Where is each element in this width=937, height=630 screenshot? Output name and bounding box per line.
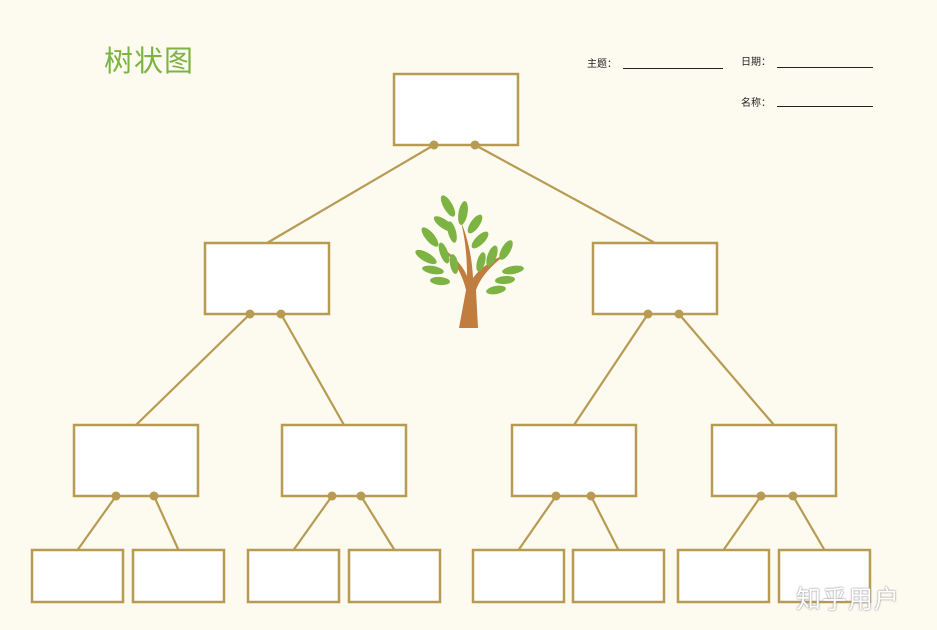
connector-line xyxy=(266,144,435,244)
node-box-l1-right[interactable] xyxy=(591,241,719,316)
name-input-line[interactable] xyxy=(777,106,873,107)
connector-dot xyxy=(586,491,596,501)
connector-line xyxy=(590,495,620,551)
node-box-l3-5[interactable] xyxy=(471,548,566,604)
connector-dot xyxy=(276,309,286,319)
node-box-l3-6[interactable] xyxy=(571,548,666,604)
connector-line xyxy=(76,495,117,551)
connector-line xyxy=(517,495,557,551)
name-label: 名称： xyxy=(741,98,771,109)
connector-line xyxy=(135,313,251,426)
connector-dot xyxy=(470,140,480,150)
date-label: 日期： xyxy=(741,57,771,68)
node-box-l2-2[interactable] xyxy=(280,423,408,498)
connector-dot xyxy=(245,309,255,319)
connector-line xyxy=(292,495,333,551)
connector-dots xyxy=(111,140,798,501)
node-box-l1-left[interactable] xyxy=(203,241,331,316)
connector-dot xyxy=(327,491,337,501)
connector-dot xyxy=(551,491,561,501)
tree-leaves xyxy=(415,195,524,295)
connector-line xyxy=(722,495,762,551)
connector-line xyxy=(360,495,396,551)
watermark: 知乎用户 xyxy=(796,585,901,614)
node-boxes xyxy=(30,72,872,604)
connector-dot xyxy=(149,491,159,501)
tree-icon xyxy=(415,195,524,328)
connector-line xyxy=(474,144,656,244)
date-input-line[interactable] xyxy=(777,67,873,68)
connector-lines xyxy=(76,144,826,551)
node-box-l2-4[interactable] xyxy=(710,423,838,498)
connector-line xyxy=(792,495,826,551)
connector-dot xyxy=(429,140,439,150)
connector-line xyxy=(573,313,649,426)
page-title: 树状图 xyxy=(104,44,195,78)
tree-trunk xyxy=(440,222,506,328)
node-box-l2-1[interactable] xyxy=(72,423,200,498)
node-box-l3-4[interactable] xyxy=(347,548,442,604)
node-box-l3-7[interactable] xyxy=(676,548,771,604)
connector-dot xyxy=(111,491,121,501)
node-box-l3-8[interactable] xyxy=(777,548,872,604)
connector-dot xyxy=(643,309,653,319)
subject-label: 主题： xyxy=(587,59,617,70)
node-box-l3-1[interactable] xyxy=(30,548,125,604)
connector-dot xyxy=(788,491,798,501)
connector-dot xyxy=(756,491,766,501)
node-box-l3-3[interactable] xyxy=(246,548,341,604)
subject-input-line[interactable] xyxy=(623,68,723,69)
connector-line xyxy=(152,495,180,551)
node-box-root[interactable] xyxy=(392,72,520,147)
connector-line xyxy=(280,313,345,426)
connector-dot xyxy=(356,491,366,501)
node-box-l3-2[interactable] xyxy=(131,548,226,604)
connector-dot xyxy=(674,309,684,319)
connector-line xyxy=(678,313,775,426)
node-box-l2-3[interactable] xyxy=(510,423,638,498)
